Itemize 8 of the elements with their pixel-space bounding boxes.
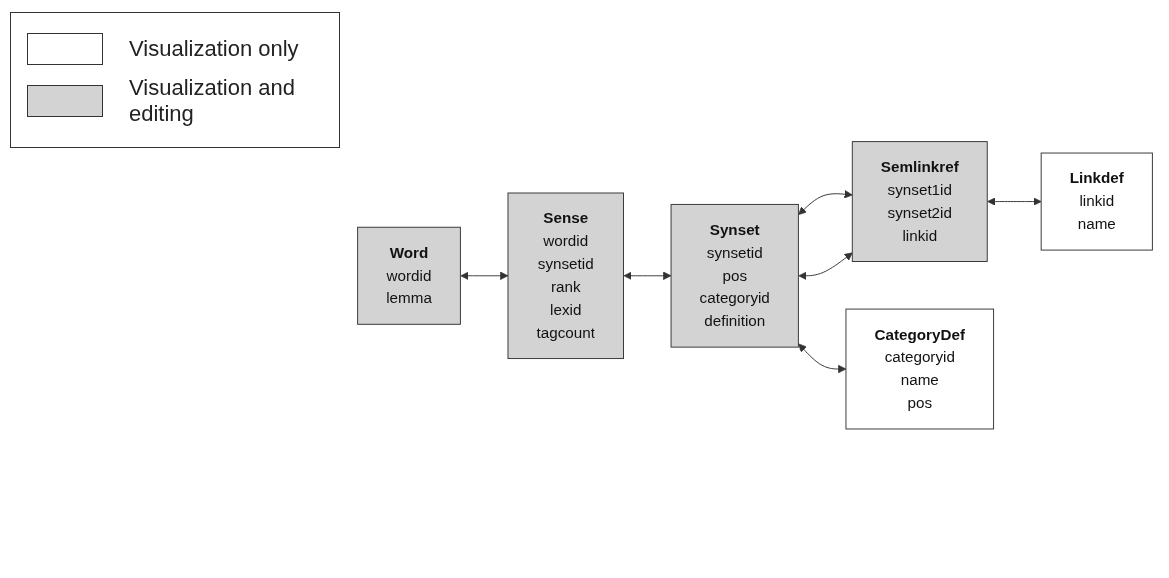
node-box: Synset synsetid pos categoryid definition [670, 203, 799, 348]
node-box: Semlinkref synset1id synset2id linkid [851, 140, 988, 262]
legend-text: Visualization only [129, 36, 299, 62]
node-box: Sense wordid synsetid rank lexid tagcount [507, 192, 624, 359]
legend-text: Visualization and editing [129, 75, 296, 127]
node-box: Word wordid lemma [357, 226, 461, 325]
node-box: Linkdef linkid name [1040, 152, 1153, 251]
node-box: CategoryDef categoryid name pos [845, 308, 995, 430]
